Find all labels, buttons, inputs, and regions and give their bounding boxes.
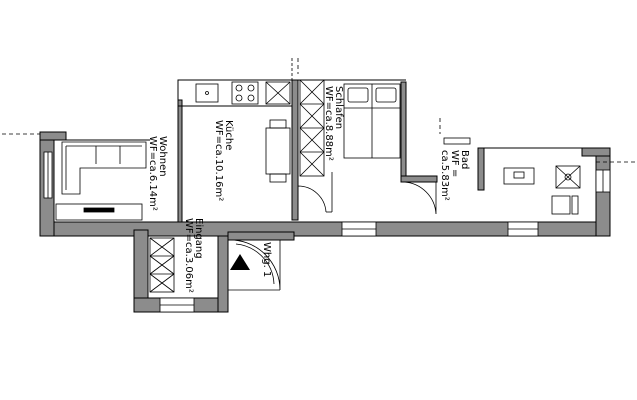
partition-kitchen-bedroom <box>291 79 299 221</box>
sofa <box>61 141 147 195</box>
entrance-right-wall <box>217 235 229 313</box>
right-top-wall <box>581 147 611 157</box>
label-unit: Whg. 1 <box>261 242 272 277</box>
room-labels: Wohnen WF=ca.6.14m² Küche WF=ca.10.16m² … <box>147 86 470 293</box>
entrance-arrow-icon <box>230 254 250 270</box>
bath-door-wall <box>400 175 438 183</box>
fridge <box>265 81 291 105</box>
label-kueche-area: WF=ca.10.16m² <box>213 120 224 201</box>
dining-table <box>265 119 291 183</box>
tv-board <box>55 203 143 221</box>
windows <box>43 151 611 313</box>
partition-bath-hall <box>477 147 485 191</box>
stove <box>231 81 259 105</box>
section-marks <box>2 58 636 163</box>
toilet <box>551 195 571 215</box>
partition-bedroom-bath <box>400 81 407 183</box>
label-schlafen-area: WF=ca.8.88m² <box>323 86 334 161</box>
label-bad-area-1: WF = <box>449 150 460 177</box>
label-eingang-area: WF=ca.3.06m² <box>183 218 194 293</box>
kitchen-counter <box>177 79 293 107</box>
bath-sink <box>503 167 535 185</box>
kitchen-fixtures <box>195 58 293 105</box>
sink <box>195 83 219 103</box>
label-wohnen-area: WF=ca.6.14m² <box>147 136 158 211</box>
label-eingang: Eingang <box>193 218 204 259</box>
door-bath <box>403 181 437 215</box>
double-bed <box>343 83 401 159</box>
walls <box>39 79 611 313</box>
label-bad: Bad <box>459 150 470 169</box>
label-bad-area-2: ca.5.83m² <box>439 150 450 201</box>
door-kitchen <box>297 185 327 213</box>
doors <box>227 172 437 291</box>
shower <box>555 165 581 189</box>
entrance-top-right-wall <box>227 231 295 241</box>
entrance-wardrobe <box>149 237 175 293</box>
label-schlafen: Schlafen <box>333 86 344 129</box>
door-entrance <box>227 239 281 291</box>
interior-lines <box>54 79 582 149</box>
bathroom-fixtures <box>443 137 581 215</box>
label-kueche: Küche <box>223 120 234 150</box>
left-top-wall <box>39 131 67 141</box>
kitchen-left-wall <box>177 99 183 223</box>
wardrobe <box>299 79 325 177</box>
label-wohnen: Wohnen <box>157 136 168 177</box>
bath-towel-rail <box>443 137 471 145</box>
